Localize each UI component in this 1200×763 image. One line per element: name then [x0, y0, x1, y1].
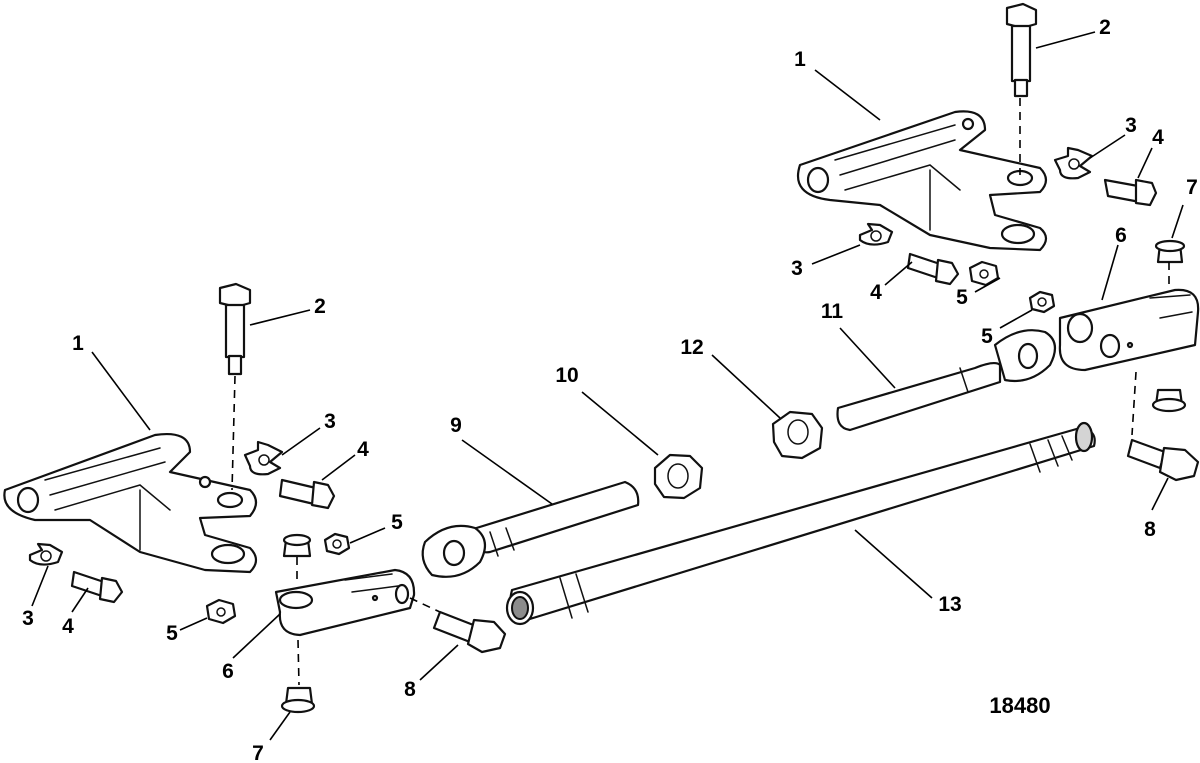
right-clevis-bushing-top [1154, 239, 1186, 264]
right-mounting-bracket [797, 110, 1048, 252]
callout-5-right-b: 5 [981, 325, 993, 348]
callout-8-right: 8 [1144, 518, 1156, 541]
tie-rod-end-right [836, 329, 1057, 432]
callout-7-left: 7 [252, 742, 264, 763]
left-bracket-nut-b [323, 532, 351, 556]
left-bracket-washer-lower [28, 542, 64, 566]
left-bracket-bolt-lower [70, 570, 124, 604]
callout-3-right-upper: 3 [1125, 114, 1137, 137]
right-pivot-bolt [1005, 2, 1038, 98]
tie-rod-end-left [421, 480, 640, 578]
callout-12: 12 [680, 336, 703, 359]
right-bracket-bolt-upper [1103, 178, 1158, 207]
left-clevis-bushing-bottom [280, 686, 316, 714]
callout-4-left-upper: 4 [357, 438, 369, 461]
callout-3-right-lower: 3 [791, 257, 803, 280]
right-clevis-block [1058, 288, 1200, 372]
callout-5-right-a: 5 [956, 286, 968, 309]
callout-7-right: 7 [1186, 176, 1198, 199]
figure-number: 18480 [989, 693, 1050, 718]
left-clevis-bushing-top [282, 533, 312, 558]
callout-1-right: 1 [794, 48, 806, 71]
callout-6-left: 6 [222, 660, 234, 683]
left-clevis-block [274, 568, 416, 637]
callout-11: 11 [821, 300, 844, 323]
callout-5-left-lower: 5 [166, 622, 178, 645]
callout-10: 10 [555, 364, 578, 387]
callout-13: 13 [938, 593, 961, 616]
left-clevis-bolt [432, 610, 507, 654]
callout-2-right: 2 [1099, 16, 1111, 39]
callout-4-right-upper: 4 [1152, 126, 1164, 149]
left-mounting-bracket [3, 433, 258, 574]
callout-4-left-lower: 4 [62, 615, 74, 638]
right-bracket-bolt-lower [906, 252, 960, 286]
callout-8-left: 8 [404, 678, 416, 701]
left-bracket-washer-upper [243, 440, 284, 476]
right-bracket-nut-a [968, 260, 1000, 287]
right-clevis-bushing-bottom [1151, 388, 1187, 413]
callout-5-left-upper: 5 [391, 511, 403, 534]
left-bracket-nut-a [205, 598, 237, 625]
right-clevis-bolt [1126, 438, 1200, 482]
callout-9: 9 [450, 414, 462, 437]
right-bracket-washer-lower [858, 222, 894, 246]
left-bracket-bolt-upper [278, 478, 336, 510]
jam-nut-large-right [771, 410, 824, 460]
callout-3-left-lower: 3 [22, 607, 34, 630]
right-bracket-washer-upper [1053, 146, 1094, 180]
callout-2-left: 2 [314, 295, 326, 318]
callout-1-left: 1 [72, 332, 84, 355]
callout-3-left-upper: 3 [324, 410, 336, 433]
right-bracket-nut-b [1028, 290, 1056, 314]
left-pivot-bolt [218, 282, 252, 376]
steering-tie-bar [505, 421, 1096, 626]
callout-4-right-lower: 4 [870, 281, 882, 304]
callout-6-right: 6 [1115, 224, 1127, 247]
jam-nut-large-left [653, 453, 704, 500]
